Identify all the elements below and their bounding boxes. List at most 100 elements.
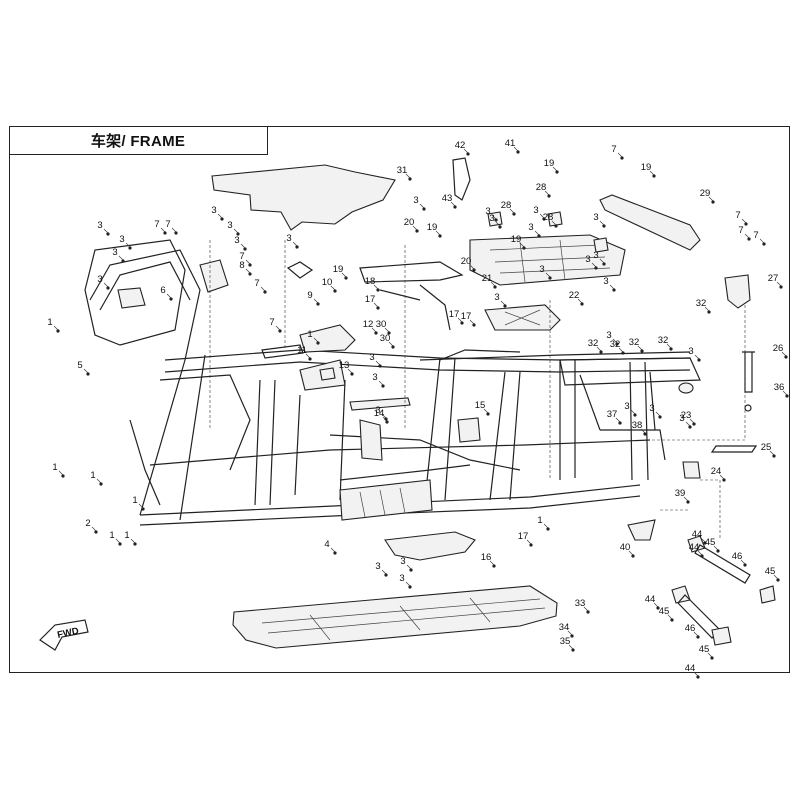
callout-44: 44 [685, 663, 696, 674]
callout-3: 3 [286, 233, 291, 244]
callout-34: 34 [559, 622, 570, 633]
bolt-marker [422, 207, 426, 211]
bolt-marker [494, 218, 498, 222]
callout-7: 7 [738, 225, 743, 236]
bolt-marker [586, 610, 590, 614]
bolt-marker [460, 321, 464, 325]
bolt-marker [378, 364, 382, 368]
leader-line [776, 281, 782, 287]
bolt-marker [612, 288, 616, 292]
bolt-marker [493, 285, 497, 289]
callout-3: 3 [400, 556, 405, 567]
leader-line [509, 208, 515, 214]
callout-17: 17 [449, 309, 460, 320]
bolt-marker [640, 349, 644, 353]
callout-6: 6 [160, 285, 165, 296]
callout-20: 20 [461, 256, 472, 267]
leader-line [483, 408, 489, 414]
part-pad-27 [724, 274, 751, 309]
callout-39: 39 [675, 488, 686, 499]
callout-3: 3 [603, 276, 608, 287]
bolt-marker [415, 229, 419, 233]
bolt-marker [438, 234, 442, 238]
leader-line [630, 409, 636, 415]
leader-line [693, 671, 699, 677]
bolt-marker [747, 237, 751, 241]
bolt-marker [466, 152, 470, 156]
callout-3: 3 [234, 235, 239, 246]
callout-32: 32 [588, 338, 599, 349]
leader-line [526, 539, 532, 545]
callout-3: 3 [593, 212, 598, 223]
leader-line [637, 345, 643, 351]
leader-line [667, 614, 673, 620]
bolt-marker [599, 350, 603, 354]
callout-3: 3 [413, 195, 418, 206]
leader-line [707, 652, 713, 658]
part-main-frame-4 [89, 249, 701, 526]
leader-line [683, 496, 689, 502]
leader-line [405, 173, 411, 179]
callout-19: 19 [511, 234, 522, 245]
bolt-marker [615, 342, 619, 346]
leader-line [406, 564, 412, 570]
leader-line [741, 218, 747, 224]
bolt-marker [716, 549, 720, 553]
callout-3: 3 [372, 372, 377, 383]
leader-line [513, 146, 519, 152]
leader-line [341, 272, 347, 278]
bolt-marker [492, 564, 496, 568]
callout-28: 28 [501, 200, 512, 211]
callout-2: 2 [85, 518, 90, 529]
leader-line [435, 230, 441, 236]
leader-line [138, 503, 144, 509]
bolt-marker [236, 232, 240, 236]
callout-17: 17 [518, 531, 529, 542]
bolt-marker [620, 156, 624, 160]
bolt-marker [381, 384, 385, 388]
bolt-marker [546, 527, 550, 531]
bolt-marker [772, 454, 776, 458]
callout-3: 3 [533, 205, 538, 216]
bolt-marker [376, 306, 380, 310]
callout-12: 12 [363, 319, 374, 330]
leader-line [519, 242, 525, 248]
leader-line [596, 346, 602, 352]
callout-44: 44 [689, 542, 700, 553]
part-strip-25 [710, 445, 758, 453]
leader-line [388, 341, 394, 347]
callout-4: 4 [324, 539, 329, 550]
callout-36: 36 [774, 382, 785, 393]
callout-45: 45 [699, 644, 710, 655]
bolt-marker [243, 247, 247, 251]
leader-line [378, 380, 384, 386]
leader-line [53, 325, 59, 331]
bolt-marker [537, 234, 541, 238]
bolt-marker [710, 656, 714, 660]
bolt-marker [696, 635, 700, 639]
bolt-marker [776, 578, 780, 582]
leader-line [655, 411, 661, 417]
leader-line [700, 537, 706, 543]
callout-28: 28 [543, 212, 554, 223]
bolt-marker [762, 242, 766, 246]
callout-19: 19 [544, 158, 555, 169]
part-washer-36 [744, 404, 752, 412]
bolt-marker [512, 212, 516, 216]
bolt-marker [56, 329, 60, 333]
callout-3: 3 [528, 222, 533, 233]
leader-line [419, 203, 425, 209]
leader-line [83, 368, 89, 374]
leader-line [615, 417, 621, 423]
leader-line [490, 281, 496, 287]
callout-8: 8 [239, 260, 244, 271]
callout-3: 3 [593, 250, 598, 261]
bolt-marker [350, 372, 354, 376]
callout-23: 23 [681, 410, 692, 421]
callout-19: 19 [641, 162, 652, 173]
bolt-marker [99, 482, 103, 486]
bolt-marker [529, 543, 533, 547]
bolt-marker [121, 259, 125, 263]
bolt-marker [408, 177, 412, 181]
callout-20: 20 [404, 217, 415, 228]
